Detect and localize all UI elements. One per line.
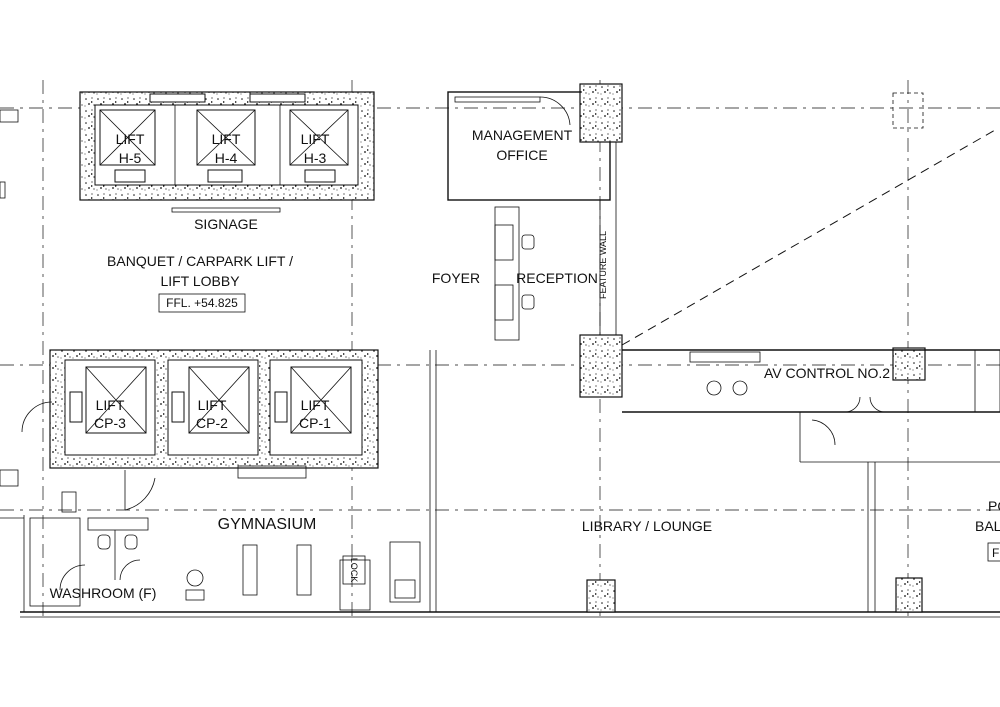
av-control-area <box>579 92 1000 613</box>
upper-lift-bank <box>79 91 375 213</box>
ballroom-label-2: BAL <box>975 518 1000 534</box>
lower-lift-bank <box>21 349 379 511</box>
lift-h3-label-1: LIFT <box>301 131 330 147</box>
ffl-tag: FFL. +54.825 <box>166 296 238 310</box>
av-control-label: AV CONTROL NO.2 <box>764 365 890 381</box>
ballroom-label-1: PO <box>988 498 1000 514</box>
ffl-tag-box <box>158 293 246 313</box>
lobby-label-2: LIFT LOBBY <box>160 273 240 289</box>
lift-cp1-label-1: LIFT <box>301 397 330 413</box>
washroom-area <box>29 517 149 607</box>
feature-wall-label: FEATURE WALL <box>598 231 608 299</box>
lift-h4-label-2: H-4 <box>215 150 238 166</box>
locker-label: LOCK <box>349 558 359 583</box>
exterior-walls <box>0 350 1000 618</box>
lift-h3-label-2: H-3 <box>304 150 327 166</box>
lift-h4-label-1: LIFT <box>212 131 241 147</box>
lift-cp3-label-2: CP-3 <box>94 415 126 431</box>
reception-label: RECEPTION <box>516 270 598 286</box>
ballroom-tag: F <box>992 546 999 560</box>
gym-equipment <box>185 541 421 611</box>
ballroom-tag-box <box>987 542 1000 562</box>
washroom-label: WASHROOM (F) <box>50 585 157 601</box>
left-edge-details <box>0 109 77 513</box>
lift-h5-label-2: H-5 <box>119 150 142 166</box>
management-label-2: OFFICE <box>496 147 547 163</box>
management-label-1: MANAGEMENT <box>472 127 573 143</box>
foyer-label: FOYER <box>432 270 480 286</box>
management-area <box>447 83 623 341</box>
library-label: LIBRARY / LOUNGE <box>582 518 712 534</box>
lift-h5-label-1: LIFT <box>116 131 145 147</box>
lift-cp2-label-2: CP-2 <box>196 415 228 431</box>
lobby-label-1: BANQUET / CARPARK LIFT / <box>107 253 293 269</box>
lift-cp1-label-2: CP-1 <box>299 415 331 431</box>
lift-cp3-label-1: LIFT <box>96 397 125 413</box>
gymnasium-label: GYMNASIUM <box>218 516 317 533</box>
signage-label: SIGNAGE <box>194 216 258 232</box>
lift-cp2-label-1: LIFT <box>198 397 227 413</box>
